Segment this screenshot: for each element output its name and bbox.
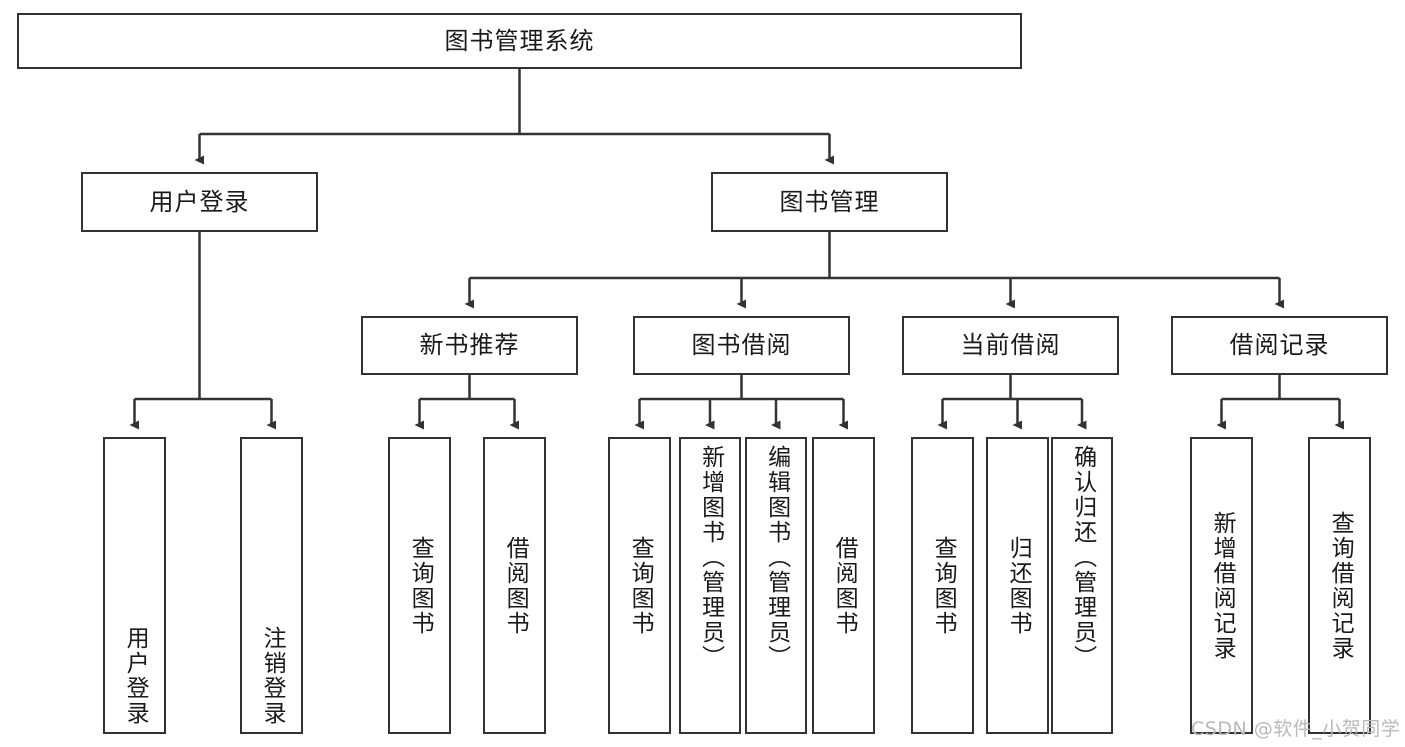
node-l-login[interactable]: 用户登录 <box>103 437 166 734</box>
node-l-cur-query[interactable]: 查询图书 <box>911 437 974 734</box>
node-login[interactable]: 用户登录 <box>81 172 318 232</box>
node-current[interactable]: 当前借阅 <box>902 316 1119 375</box>
node-newbook[interactable]: 新书推荐 <box>361 316 578 375</box>
node-label: 借阅图书 <box>502 535 529 636</box>
node-label: 编辑图书（管理员） <box>763 445 790 670</box>
node-l-cur-ret[interactable]: 归还图书 <box>986 437 1049 734</box>
node-bookmgmt[interactable]: 图书管理 <box>711 172 948 232</box>
node-l-bw-borrow[interactable]: 借阅图书 <box>812 437 875 734</box>
node-label: 归还图书 <box>1005 535 1032 636</box>
node-l-bw-add[interactable]: 新增图书（管理员） <box>679 437 741 734</box>
node-l-logout[interactable]: 注销登录 <box>240 437 303 734</box>
node-l-bw-query[interactable]: 查询图书 <box>608 437 671 734</box>
node-label: 新书推荐 <box>419 331 520 360</box>
node-l-nb-query[interactable]: 查询图书 <box>388 437 451 734</box>
node-label: 确认归还（管理员） <box>1069 445 1096 670</box>
node-l-bw-edit[interactable]: 编辑图书（管理员） <box>745 437 807 734</box>
node-l-cur-conf[interactable]: 确认归还（管理员） <box>1051 437 1113 734</box>
node-label: 查询图书 <box>407 535 434 636</box>
node-records[interactable]: 借阅记录 <box>1171 316 1388 375</box>
csdn-watermark: CSDN @软件_小贺同学 <box>1191 718 1401 740</box>
node-label: 新增图书（管理员） <box>697 445 724 670</box>
node-label: 借阅记录 <box>1229 331 1330 360</box>
node-label: 图书管理系统 <box>444 26 595 55</box>
node-label: 查询图书 <box>930 535 957 636</box>
node-label: 查询图书 <box>627 535 654 636</box>
node-borrow[interactable]: 图书借阅 <box>633 316 850 375</box>
node-root[interactable]: 图书管理系统 <box>17 13 1022 69</box>
node-label: 注销登录 <box>259 626 286 726</box>
node-label: 用户登录 <box>149 187 250 216</box>
node-label: 新增借阅记录 <box>1209 510 1236 661</box>
node-label: 查询借阅记录 <box>1327 510 1354 661</box>
node-label: 当前借阅 <box>960 331 1061 360</box>
node-l-rec-query[interactable]: 查询借阅记录 <box>1308 437 1371 734</box>
node-label: 图书管理 <box>779 187 880 216</box>
node-label: 图书借阅 <box>691 331 792 360</box>
node-label: 借阅图书 <box>831 535 858 636</box>
node-l-nb-borrow[interactable]: 借阅图书 <box>483 437 546 734</box>
node-label: 用户登录 <box>122 626 149 726</box>
node-l-rec-add[interactable]: 新增借阅记录 <box>1190 437 1253 734</box>
